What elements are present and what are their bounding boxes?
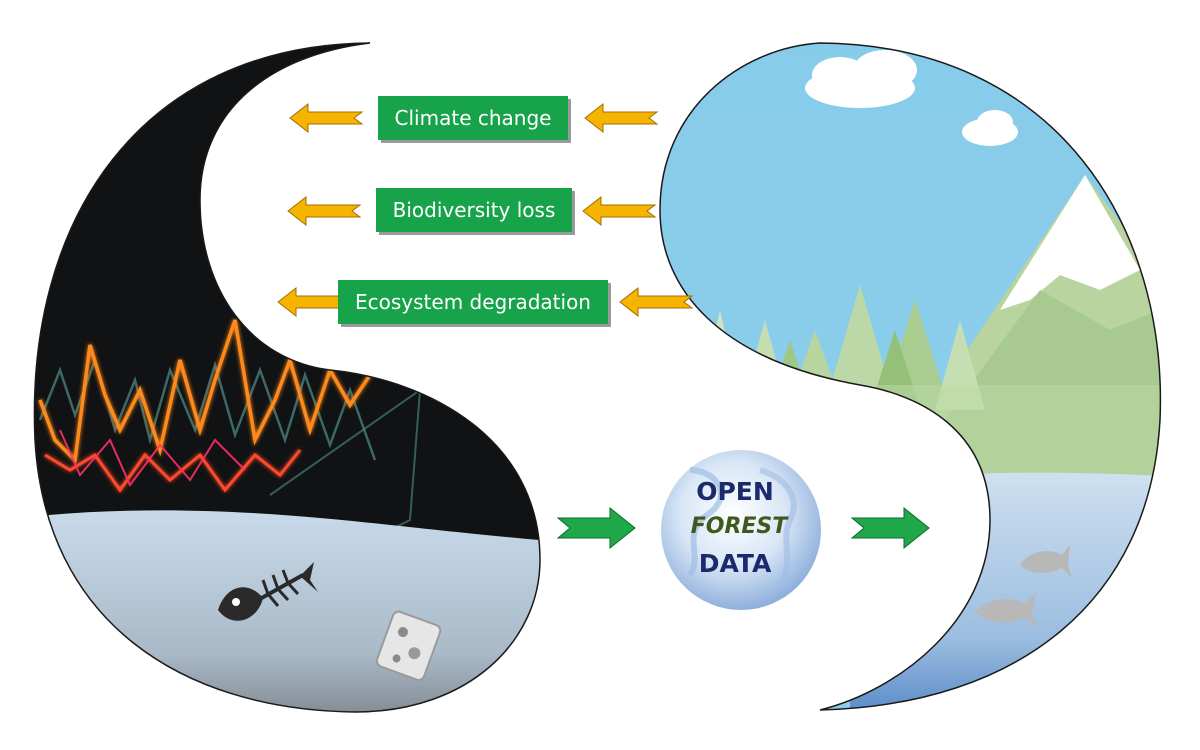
trash-icon — [375, 610, 442, 681]
green-arrow-out — [850, 506, 930, 550]
impact-label-box — [378, 96, 568, 140]
mountain-snow — [1000, 175, 1140, 310]
orange-arrow-left-icon — [289, 102, 364, 134]
impact-row: Ecosystem degradation — [277, 280, 694, 327]
impact-row: Biodiversity loss — [287, 188, 657, 235]
open-forest-data-globe: OPEN FOREST DATA — [661, 450, 821, 610]
green-arrow-in — [556, 506, 636, 550]
right-half-outline — [659, 42, 1162, 711]
impact-label: Climate change — [395, 106, 552, 130]
impact-row: Climate change — [289, 96, 659, 143]
fish-icon — [975, 545, 1072, 628]
orange-arrow-right-icon — [619, 286, 694, 318]
impact-label: Biodiversity loss — [393, 198, 556, 222]
impact-label: Ecosystem degradation — [355, 290, 591, 314]
cloud-icon — [805, 50, 1018, 146]
orange-arrow-right-icon — [582, 195, 657, 227]
orange-arrow-right-icon — [584, 102, 659, 134]
globe-line-data: DATA — [699, 549, 772, 578]
burning-tree-line-1 — [38, 319, 372, 464]
orange-arrow-left-icon — [287, 195, 362, 227]
teal-tree-outlines — [38, 355, 377, 461]
impact-label-box — [376, 188, 572, 232]
globe-line-open: OPEN — [696, 477, 774, 506]
polluted-water — [34, 510, 540, 712]
globe-line-forest: FOREST — [691, 514, 790, 539]
burning-tree-line-2 — [44, 449, 302, 493]
impact-label-box — [338, 280, 608, 324]
right-healthy-half — [660, 43, 1161, 710]
left-half-outline — [33, 42, 541, 713]
fish-skeleton-icon — [218, 562, 318, 621]
